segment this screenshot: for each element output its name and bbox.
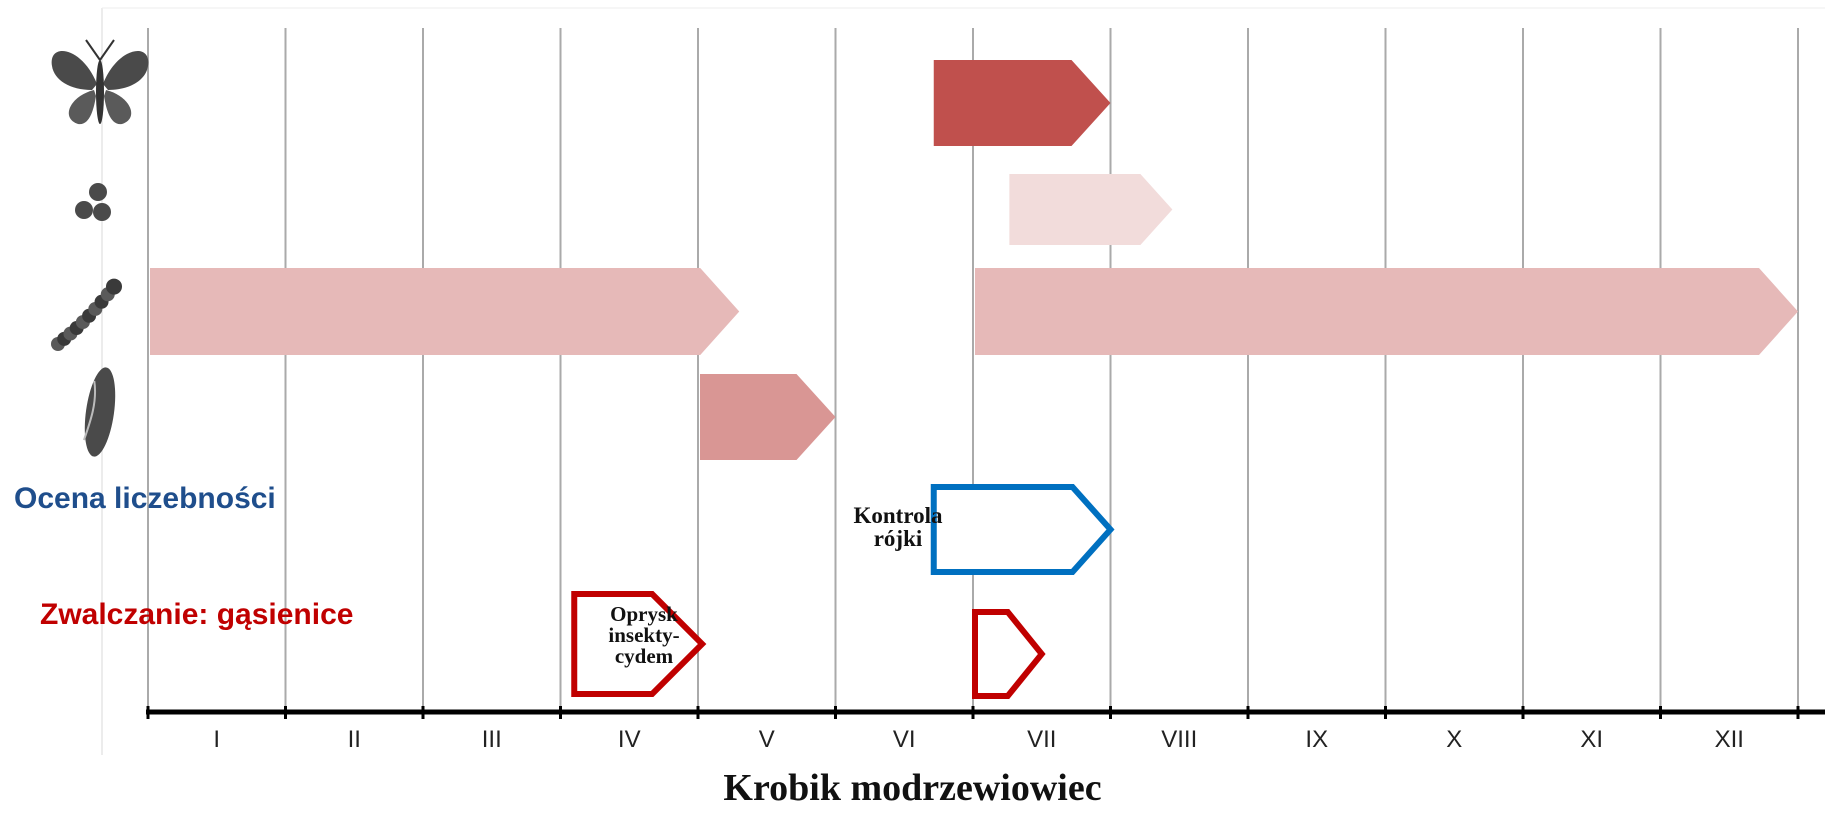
month-label: IV xyxy=(617,726,641,753)
butterfly-wing-left xyxy=(51,51,97,90)
month-label: IX xyxy=(1305,726,1329,753)
zwalczanie-row-label: Zwalczanie: gąsienice xyxy=(40,598,354,631)
pupa-highlight xyxy=(82,380,97,441)
month-label: V xyxy=(758,726,775,753)
eggs-icon xyxy=(75,183,111,221)
egg xyxy=(75,201,93,219)
kontrola-roiki-box xyxy=(930,484,1115,575)
chart-title: Krobik modrzewiowiec xyxy=(723,767,1102,809)
month-label: XI xyxy=(1580,726,1604,753)
kontrola-box-text: Kontrola rójki xyxy=(834,504,962,550)
stage-bar-butterfly xyxy=(933,60,1111,146)
pupa-icon xyxy=(82,367,116,457)
butterfly-wing-right xyxy=(103,51,149,90)
month-label: I xyxy=(213,726,221,753)
kontrola-line1: Kontrola xyxy=(853,503,943,528)
month-label: X xyxy=(1446,726,1463,753)
butterfly-hindwing-left xyxy=(68,90,96,125)
month-label: XII xyxy=(1714,726,1744,753)
butterfly-antenna xyxy=(85,39,101,61)
oprysk-line2: insekty- xyxy=(608,623,680,647)
butterfly-antenna xyxy=(99,39,115,61)
month-label: VII xyxy=(1027,726,1057,753)
stage-bar-eggs xyxy=(1009,174,1173,245)
ocena-row-label: Ocena liczebności xyxy=(14,482,276,515)
butterfly-icon xyxy=(51,39,149,125)
oprysk-box xyxy=(571,591,707,697)
egg xyxy=(93,203,111,221)
egg xyxy=(89,183,107,201)
oprysk-line3: cydem xyxy=(614,644,674,668)
month-label: VIII xyxy=(1161,726,1198,753)
month-label: II xyxy=(347,726,361,753)
oprysk-line1: Oprysk xyxy=(610,602,678,626)
zwalczanie-extra-box xyxy=(972,609,1046,699)
stage-bar-caterpillar xyxy=(150,268,740,355)
butterfly-hindwing-right xyxy=(104,90,132,125)
caterpillar-segment xyxy=(106,278,122,295)
caterpillar-icon xyxy=(51,278,122,351)
month-label: VI xyxy=(892,726,916,753)
butterfly-body xyxy=(96,60,104,124)
kontrola-line2: rójki xyxy=(873,526,923,551)
pupa-body xyxy=(84,367,116,457)
month-label: III xyxy=(481,726,502,753)
stage-bar-pupa xyxy=(700,374,836,460)
oprysk-box-text: Oprysk insekty- cydem xyxy=(596,604,692,667)
stage-bar-caterpillar xyxy=(975,268,1798,355)
